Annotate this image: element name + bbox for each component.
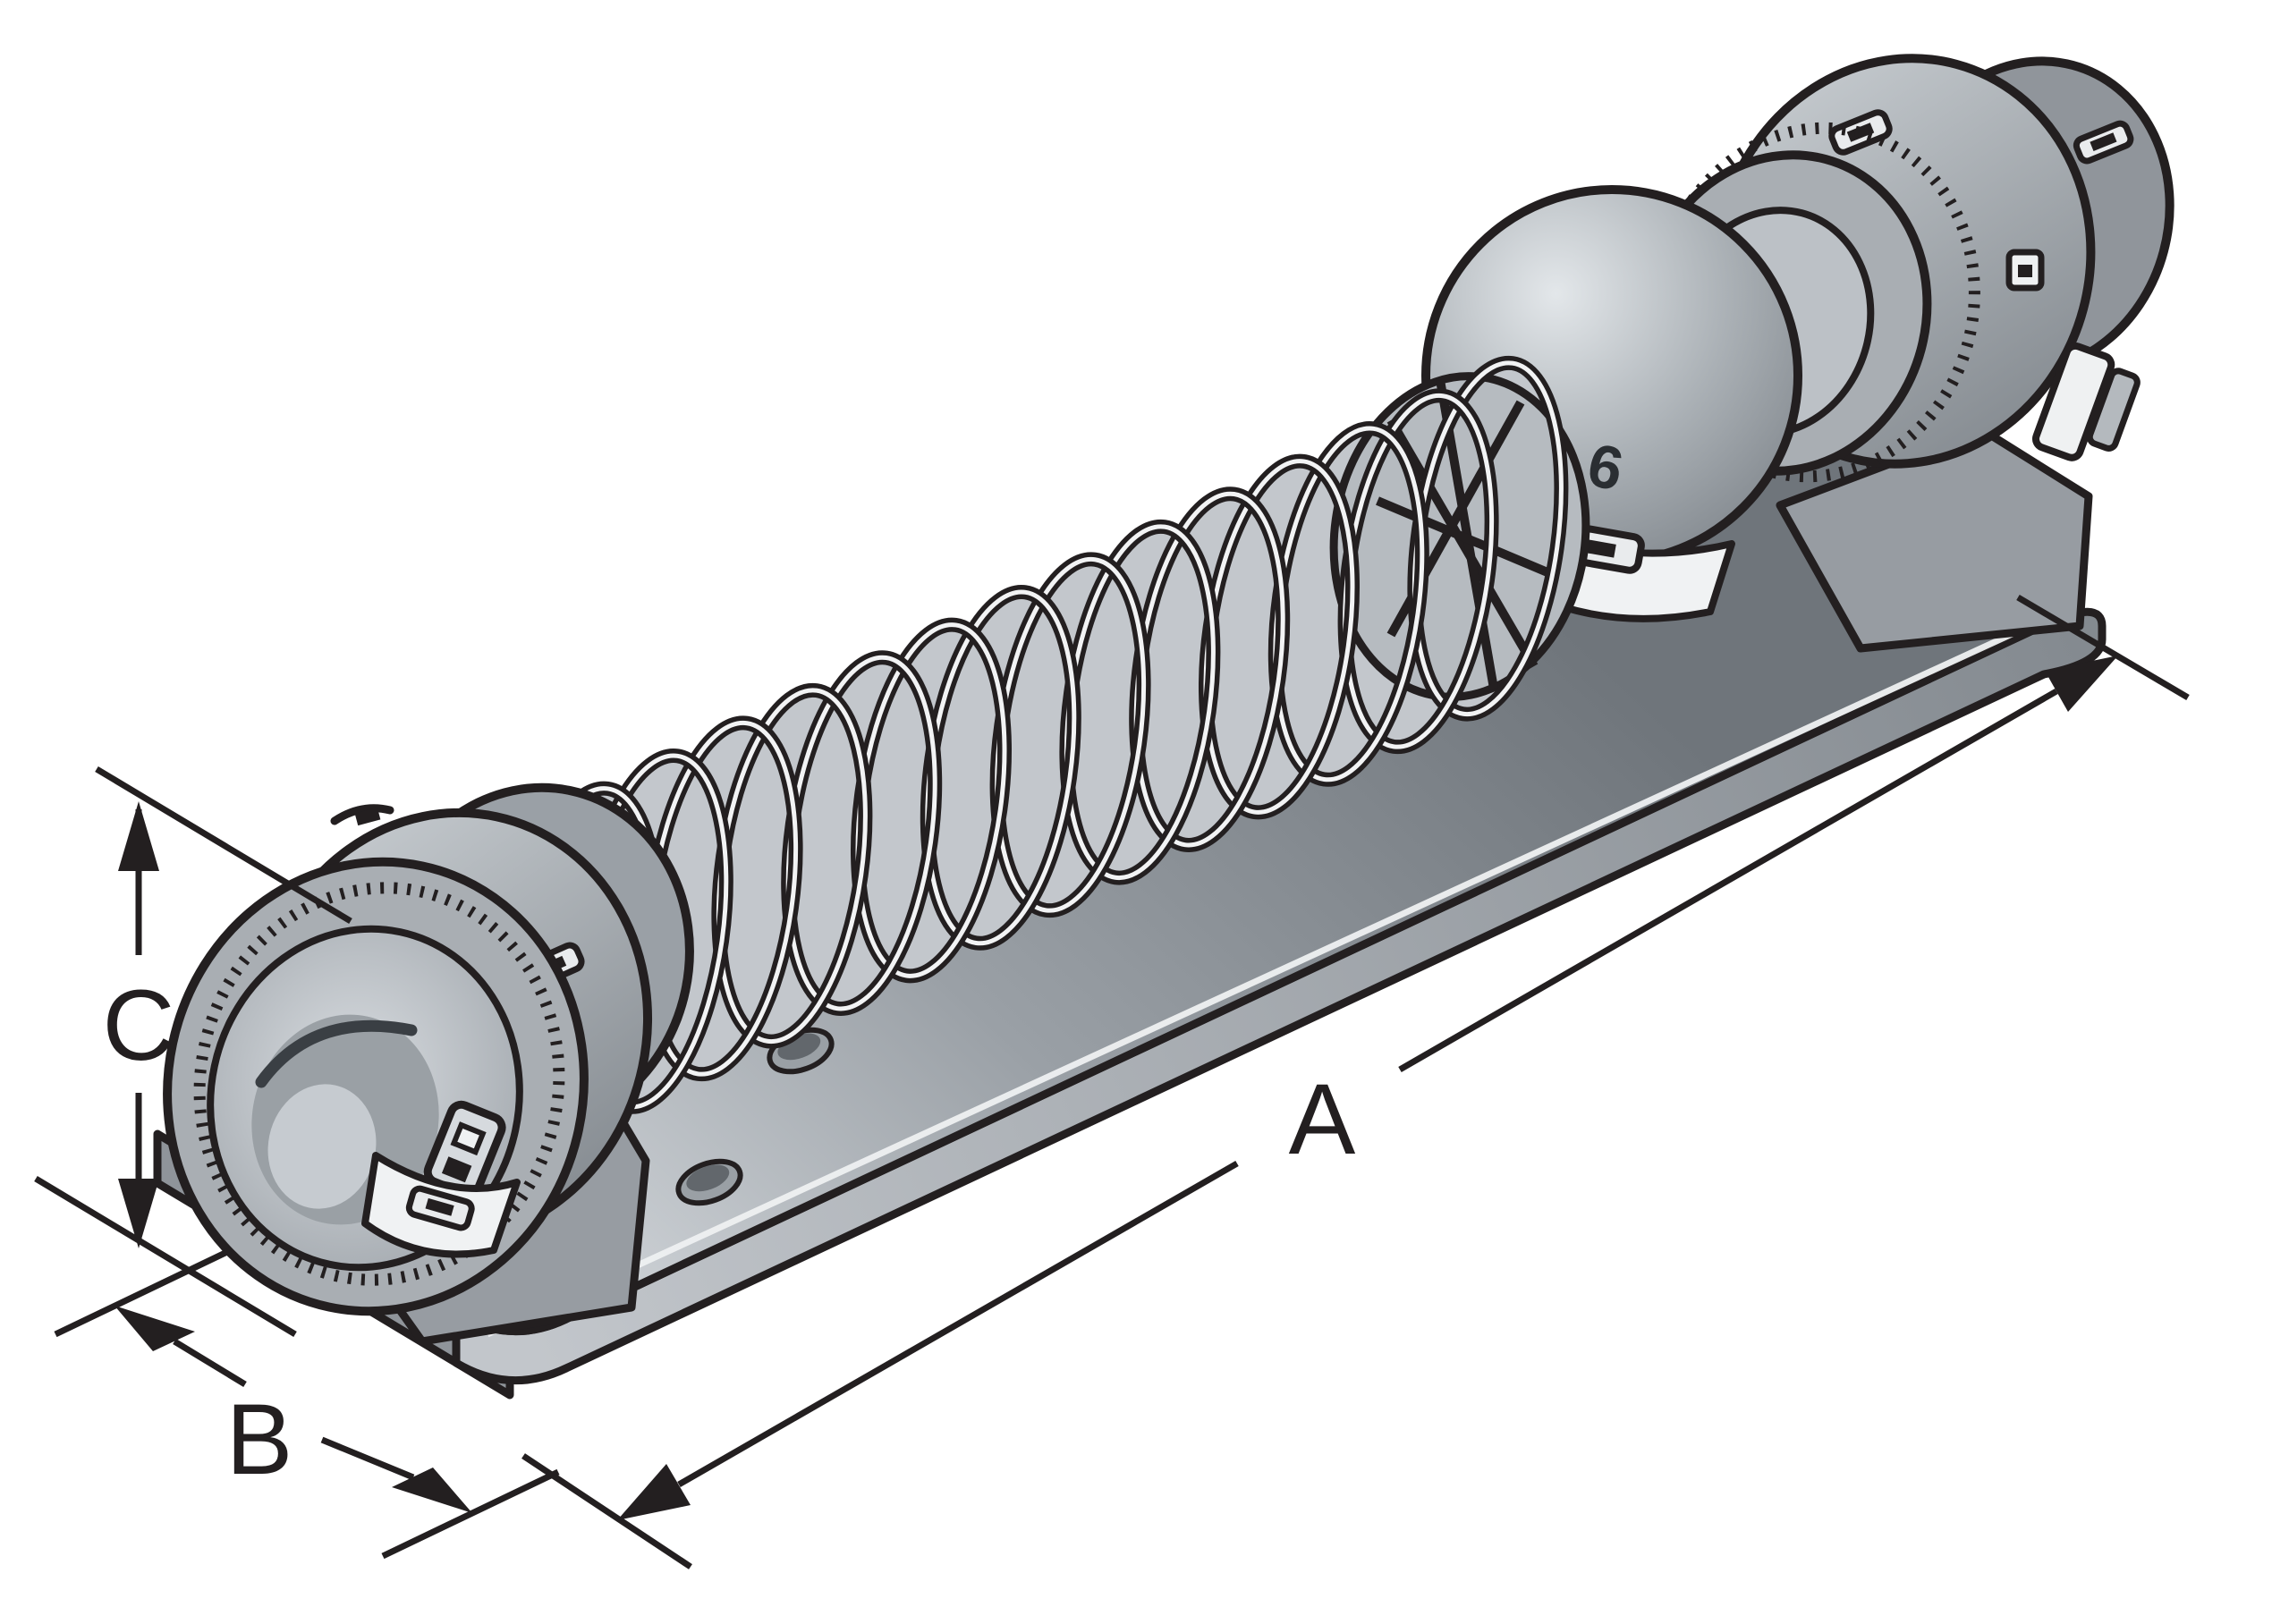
mounting-hole	[675, 1158, 743, 1206]
b-extension-line-near	[54, 1247, 233, 1338]
left-fitting-wedge-slot	[405, 1185, 475, 1231]
dimension-b: B	[54, 1247, 560, 1560]
right-socket-fitting	[1637, 54, 2175, 653]
a-dim-line-left	[677, 1160, 1239, 1488]
left-fitting-bore-glint	[267, 1084, 377, 1209]
c-extension-line-top	[95, 765, 352, 925]
dim-label-c: C	[103, 969, 175, 1081]
b-arrowhead-upper	[114, 1306, 195, 1351]
right-fitting-clamp-band	[1651, 122, 1980, 483]
a-dim-line-right	[1398, 688, 2058, 1073]
right-fitting-rear-slot	[2073, 120, 2134, 165]
left-fitting-bore-shadow	[255, 1019, 418, 1088]
right-fitting-top-slot	[1828, 109, 1893, 156]
b-extension-line-far	[381, 1468, 560, 1560]
c-arrowhead-up	[118, 801, 159, 871]
dim-label-a: A	[1289, 1063, 1356, 1175]
coil-spring	[502, 355, 1590, 1147]
plate-edge-highlight	[486, 612, 2055, 1338]
a-extension-line-right	[2016, 594, 2190, 701]
dim-label-b: B	[226, 1383, 293, 1495]
a-arrowhead-left	[617, 1464, 691, 1520]
dimension-a: A	[521, 594, 2190, 1569]
left-fitting-top-notch	[330, 804, 394, 826]
b-leader-upper	[173, 1339, 247, 1387]
dimension-c: C	[34, 765, 352, 1338]
a-arrowhead-right	[2045, 656, 2118, 712]
left-fitting-clamp-screw	[423, 1100, 506, 1199]
right-fitting-latch	[2005, 249, 2045, 292]
left-socket-fitting	[163, 782, 694, 1346]
left-fitting-clamp-band	[193, 882, 565, 1286]
right-fitting-clamp-screw	[2031, 342, 2141, 461]
c-extension-line-bottom	[34, 1175, 297, 1338]
c-arrowhead-down	[118, 1179, 159, 1248]
b-arrowhead-lower	[392, 1468, 472, 1513]
a-extension-line-left	[521, 1453, 692, 1569]
b-leader-lower	[320, 1436, 415, 1481]
